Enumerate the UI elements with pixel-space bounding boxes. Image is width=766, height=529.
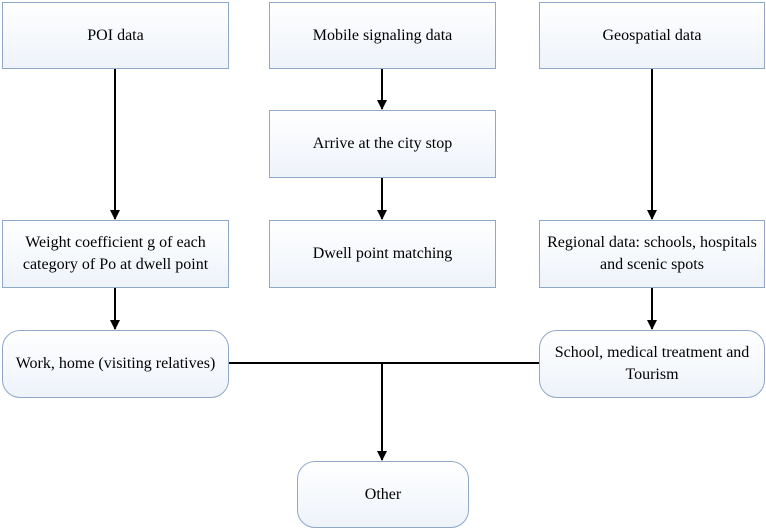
node-mobile-signaling-data: Mobile signaling data [269,2,496,69]
node-arrive-city-stop-label: Arrive at the city stop [312,135,453,152]
node-school-medical-tourism: School, medical treatment and Tourism [539,330,765,398]
node-work-home-label: Work, home (visiting relatives) [15,355,216,372]
node-geospatial-data: Geospatial data [539,2,765,69]
node-arrive-city-stop: Arrive at the city stop [269,110,496,178]
node-poi-data: POI data [2,2,229,69]
node-dwell-point-matching-label: Dwell point matching [312,245,453,262]
node-weight-coefficient: Weight coefficient g of each category of… [2,220,229,288]
node-work-home: Work, home (visiting relatives) [2,330,229,398]
node-poi-data-label: POI data [87,26,144,44]
node-other: Other [297,461,469,528]
node-weight-coefficient-label: Weight coefficient g of each category of… [22,234,209,273]
node-other-label: Other [364,485,402,503]
node-mobile-signaling-data-label: Mobile signaling data [312,26,453,44]
node-regional-data-label: Regional data: schools, hospitals and sc… [547,234,757,273]
node-regional-data: Regional data: schools, hospitals and sc… [539,220,765,288]
node-dwell-point-matching: Dwell point matching [269,220,496,288]
node-geospatial-data-label: Geospatial data [602,26,702,44]
node-school-medical-tourism-label: School, medical treatment and Tourism [554,344,750,383]
